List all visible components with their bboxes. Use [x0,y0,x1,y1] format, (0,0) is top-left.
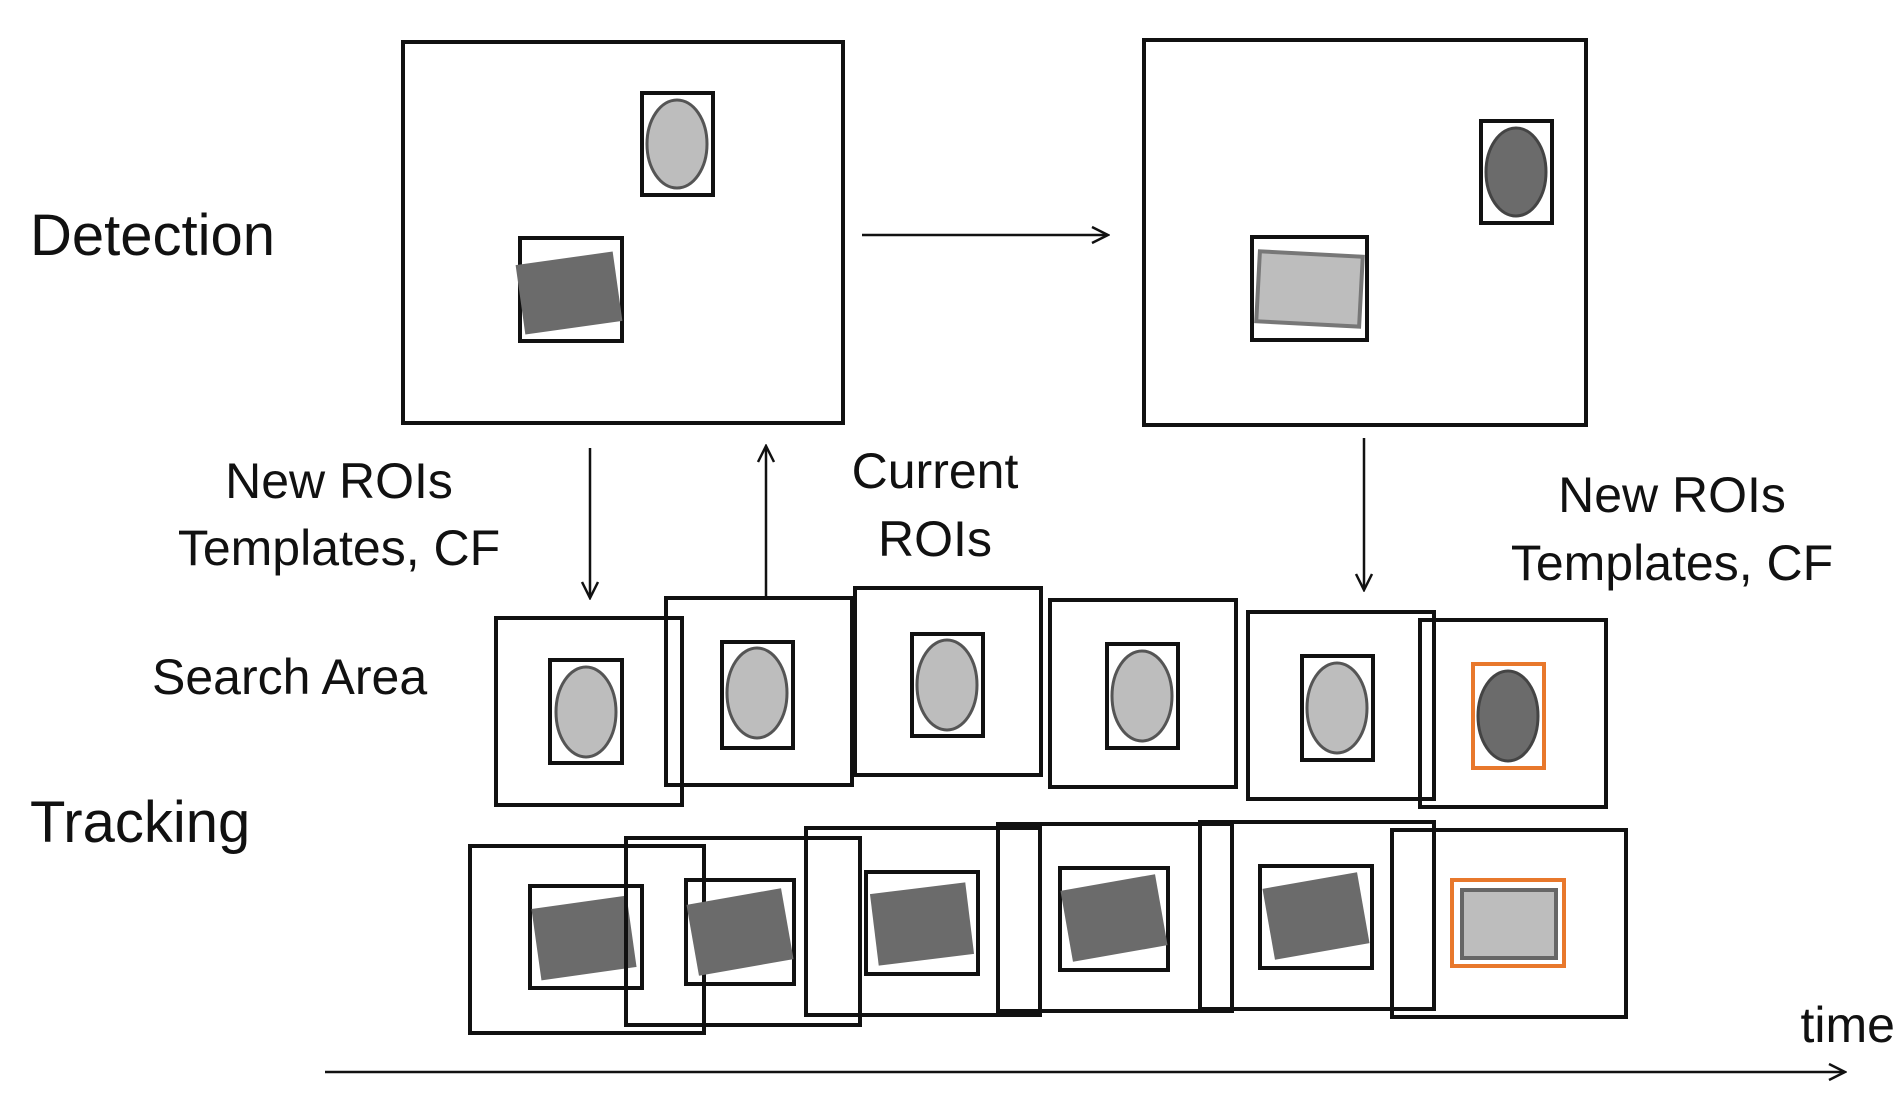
light-ellipse-object [725,646,789,740]
roi-box [864,870,980,976]
search-area-frame-4 [1048,598,1238,789]
search-area-frame-6 [1418,618,1608,809]
light-ellipse-object [915,638,979,732]
dark-rectangle-object [1060,874,1168,962]
dark-rectangle-object [1262,872,1370,960]
roi-box [548,658,624,765]
tracking-frame-4 [996,822,1234,1013]
search-area-frame-5 [1246,610,1436,801]
new-rois-right-label: New ROIs Templates, CF [1511,467,1833,591]
search-area-label: Search Area [152,649,427,705]
dark-rectangle-object [515,251,623,335]
tracking-frame-3 [804,826,1042,1017]
roi-box [684,878,796,986]
detection-box-ellipse [640,91,715,197]
tracking-row [468,820,1628,1035]
svg-text:Current: Current [852,443,1019,499]
roi-box [1058,866,1170,972]
tracking-frame-5 [1198,820,1436,1011]
tracking-frame-6 [1390,828,1628,1019]
dark-rectangle-object [686,888,794,976]
svg-text:Templates, CF: Templates, CF [1511,535,1833,591]
search-area-frame-1 [494,616,684,807]
detection-label: Detection [30,203,275,268]
light-ellipse-object [1110,649,1174,743]
light-ellipse-object [554,665,618,759]
detection-frame-2 [1142,38,1588,427]
new-rois-left-label: New ROIs Templates, CF [178,453,500,576]
search-area-row [494,586,1608,809]
current-rois-label: Current ROIs [852,443,1019,567]
tracking-frame-1 [468,844,706,1035]
svg-text:New ROIs: New ROIs [1558,467,1786,523]
light-ellipse-object [1305,661,1369,755]
highlighted-roi-box [1471,662,1546,770]
tracking-frame-2 [624,836,862,1027]
dark-ellipse-object [1476,669,1540,763]
time-label: time [1801,997,1895,1053]
dark-rectangle-object [531,895,637,981]
detection-box-rectangle [1250,235,1369,342]
roi-box [1300,654,1375,762]
roi-box [910,632,985,738]
detection-frame-1 [401,40,845,425]
light-rectangle-object [1254,249,1365,329]
svg-text:New ROIs: New ROIs [225,453,453,509]
dark-rectangle-object [869,882,975,966]
tracking-label: Tracking [30,790,250,855]
svg-text:Templates, CF: Templates, CF [178,520,500,576]
light-rectangle-object [1460,888,1558,960]
roi-box [720,640,795,750]
highlighted-roi-box [1450,878,1566,968]
detection-box-ellipse [1479,119,1554,225]
roi-box [1258,864,1374,970]
svg-text:ROIs: ROIs [878,511,992,567]
roi-box [528,884,644,990]
search-area-frame-2 [664,596,854,787]
light-ellipse-object [645,98,709,190]
roi-box [1105,642,1180,750]
search-area-frame-3 [853,586,1043,777]
dark-ellipse-object [1484,126,1548,218]
